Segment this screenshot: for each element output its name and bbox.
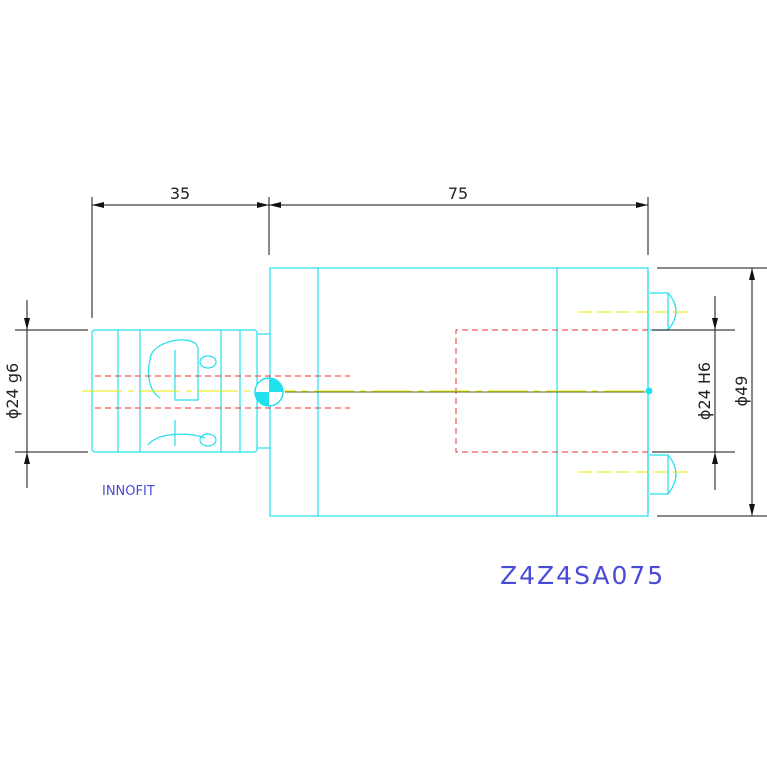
dimension-length-35: 35 (170, 184, 190, 203)
dimension-length-75: 75 (448, 184, 468, 203)
part-number-label: Z4Z4SA075 (500, 561, 665, 590)
extension-lines (15, 197, 767, 517)
cog-marker-large (254, 377, 284, 407)
dimension-shaft-diameter: ϕ24 g6 (3, 363, 22, 419)
brand-label: INNOFIT (102, 484, 155, 499)
shaft-left (91, 329, 270, 453)
cog-marker-small (645, 387, 653, 395)
dimension-bore-diameter: ϕ24 H6 (695, 362, 714, 420)
centerlines (82, 311, 690, 473)
dimension-outer-diameter: ϕ49 (732, 376, 751, 407)
screw-heads (650, 292, 677, 495)
dimension-lines (24, 202, 755, 516)
